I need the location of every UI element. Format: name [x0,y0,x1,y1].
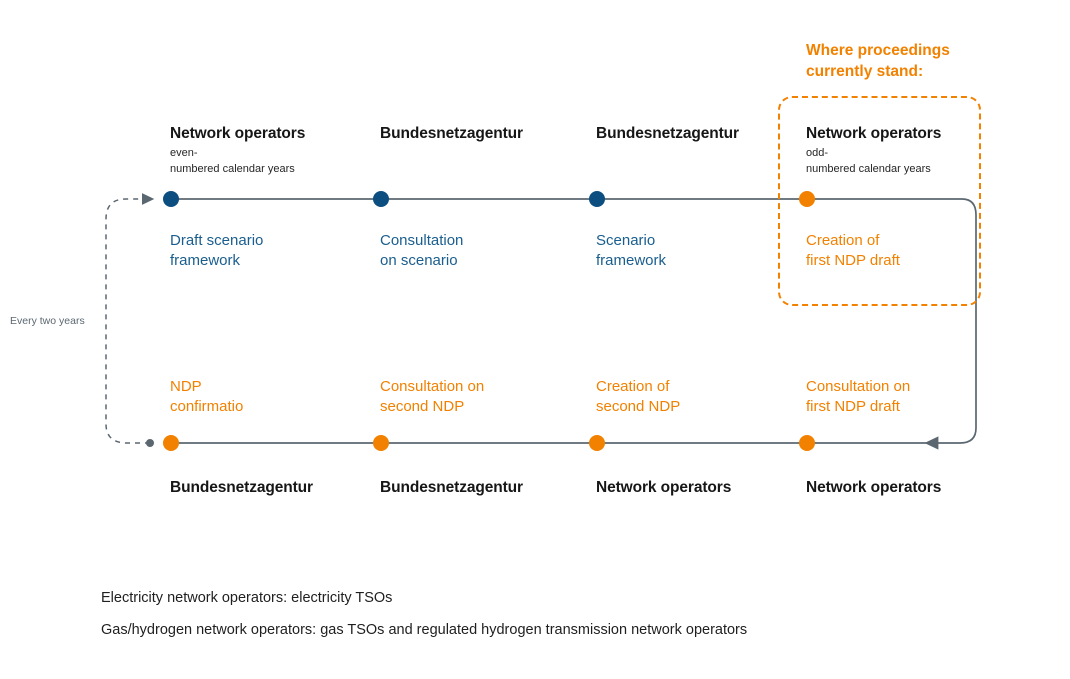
bottom-step-label-4-line1: Consultation on [806,378,911,395]
top-step-label-2-line2: on scenario [380,252,458,269]
top-actor-title-1: Network operators [170,125,306,142]
top-step-label-1-line2: framework [170,252,241,269]
top-step-label-3-line1: Scenario [596,232,656,249]
bottom-actor-title-4: Network operators [806,479,942,496]
top-step-label-4-line2: first NDP draft [806,252,900,269]
current-status-callout-line1: Where proceedings [806,42,950,59]
bottom-node-3[interactable] [589,435,605,451]
top-actor-title-2: Bundesnetzagentur [380,125,523,142]
loop-start-dot [146,439,154,447]
every-two-years-loop [105,193,155,444]
top-node-1[interactable] [163,191,179,207]
top-step-label-2-line1: Consultation [380,232,464,249]
bottom-step-label-3-line2: second NDP [596,398,681,415]
bottom-step-label-2-line2: second NDP [380,398,465,415]
top-node-2[interactable] [373,191,389,207]
top-actor-title-4: Network operators [806,125,942,142]
top-actor-sub-1-line1: even- [170,147,198,159]
cycle-note-label: Every two years [10,315,85,327]
bottom-actor-title-3: Network operators [596,479,732,496]
bottom-step-label-2-line1: Consultation on [380,378,485,395]
bottom-node-2[interactable] [373,435,389,451]
top-step-label-4-line1: Creation of [806,232,880,249]
top-actor-sub-1-line2: numbered calendar years [170,163,295,175]
top-node-3[interactable] [589,191,605,207]
top-step-label-1-line1: Draft scenario [170,232,264,249]
bottom-actor-title-1: Bundesnetzagentur [170,479,313,496]
current-status-callout-line2: currently stand: [806,63,924,80]
current-stage-highlight-box [778,96,981,306]
bottom-step-label-1-line1: NDP [170,378,202,395]
bottom-step-label-4-line2: first NDP draft [806,398,900,415]
bottom-node-1[interactable] [163,435,179,451]
bottom-step-label-1-line2: confirmatio [170,398,244,415]
top-actor-sub-4-line2: numbered calendar years [806,163,931,175]
bottom-step-label-3-line1: Creation of [596,378,670,395]
bottom-actor-title-2: Bundesnetzagentur [380,479,523,496]
top-step-label-3-line2: framework [596,252,667,269]
footnote-gas-hydrogen: Gas/hydrogen network operators: gas TSOs… [101,622,748,638]
footnote-electricity: Electricity network operators: electrici… [101,590,393,606]
top-actor-title-3: Bundesnetzagentur [596,125,739,142]
top-node-4[interactable] [799,191,815,207]
top-actor-sub-4-line1: odd- [806,147,829,159]
bottom-node-4[interactable] [799,435,815,451]
